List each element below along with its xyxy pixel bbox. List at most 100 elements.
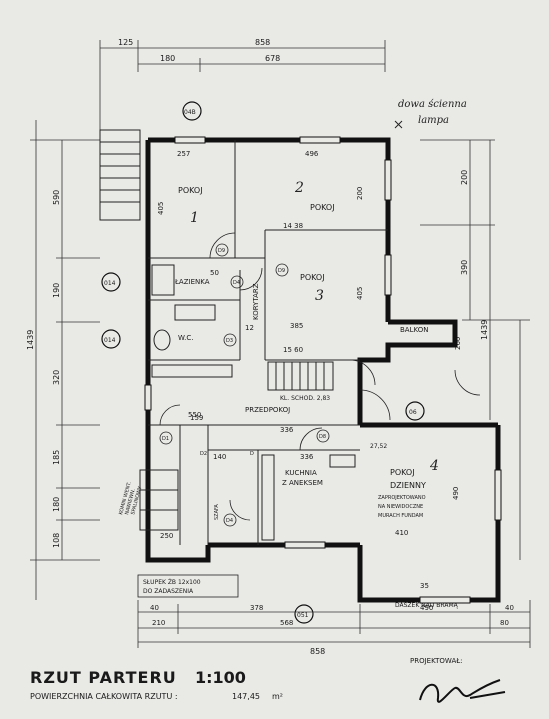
- drawing-scale: 1:100: [195, 668, 246, 687]
- room-pokoj-3-number: 3: [315, 288, 324, 304]
- marker-04b: 04B: [184, 109, 196, 116]
- right-dimension-lines: [420, 139, 530, 560]
- room-kuchnia-2: Z ANEKSEM: [282, 479, 323, 487]
- door-tag-d1: D1: [162, 436, 169, 442]
- room-pokoj-dzienny-name1: POKOJ: [390, 468, 415, 477]
- dim-right-overall: 1439: [480, 320, 489, 340]
- marker-014-a: 014: [104, 280, 116, 287]
- door-tag-d3: D3: [226, 338, 233, 344]
- dim-inner-15: 159: [190, 414, 203, 422]
- bottom-dimension-lines: [137, 600, 531, 648]
- room-przedpokoj: PRZEDPOKOJ: [245, 406, 290, 414]
- handwritten-note-1: dowa ścienna: [398, 99, 467, 110]
- dim-top-b: 678: [265, 54, 280, 63]
- dim-inner-18: 336: [300, 453, 314, 461]
- dim-inner-6: 385: [290, 322, 303, 330]
- room-pokoj-2-number: 2: [294, 180, 304, 196]
- dim-left-3: 320: [52, 370, 61, 385]
- section-markers: [101, 101, 425, 624]
- dim-left-1: 590: [52, 190, 61, 205]
- annotation-kl-schod: KL. SCHOD. 2,83: [280, 395, 330, 402]
- dim-left-overall: 1439: [26, 330, 35, 350]
- dim-inner-25: 550: [188, 411, 201, 419]
- dim-inner-22: 27,52: [370, 443, 387, 450]
- dim-inner-34: 250: [160, 532, 173, 540]
- area-label: POWIERZCHNIA CAŁKOWITA RZUTU :: [30, 692, 178, 701]
- room-pokoj-1-number: 1: [190, 210, 199, 226]
- dim-inner-7: 405: [356, 287, 364, 300]
- door-tag-d: D: [250, 451, 254, 457]
- dim-bottom-r2-3: 80: [500, 619, 509, 627]
- room-szafa: SZAFA: [214, 504, 220, 520]
- dim-bottom-r1-3: 490: [420, 604, 433, 612]
- dim-left-4: 185: [52, 450, 61, 465]
- dim-inner-24: 490: [452, 487, 460, 500]
- door-tag-d9-a: D9: [218, 248, 225, 254]
- room-pokoj-3-name: POKOJ: [300, 273, 325, 282]
- dim-inner-23: 410: [395, 529, 408, 537]
- dim-inner-27: 12: [245, 324, 254, 332]
- note-cross-mark: [394, 120, 403, 129]
- dim-inner-3: 405: [157, 202, 165, 215]
- dim-inner-2: 496: [305, 150, 319, 158]
- dim-right-2: 390: [460, 260, 469, 275]
- room-lazienka: ŁAZIENKA: [174, 278, 210, 286]
- door-swings: [159, 232, 481, 521]
- dim-top-a: 180: [160, 54, 175, 63]
- door-tag-d2: D2: [200, 451, 207, 457]
- dim-left-6: 108: [52, 533, 61, 548]
- room-pokoj-dzienny-number: 4: [429, 458, 439, 474]
- kitchen-fittings: [139, 454, 356, 541]
- handwritten-note-2: lampa: [418, 115, 449, 126]
- interior-walls: [148, 140, 388, 545]
- dim-inner-16: 140: [213, 453, 226, 461]
- room-wc: W.C.: [178, 334, 193, 342]
- room-note-1: ZAPROJEKTOWANO: [378, 495, 426, 501]
- room-pokoj-1-name: POKOJ: [178, 186, 203, 195]
- dim-inner-31: 35: [420, 582, 429, 590]
- dim-left-5: 180: [52, 497, 61, 512]
- door-tag-d8: D8: [319, 434, 326, 440]
- dim-bottom-r1-1: 40: [150, 604, 159, 612]
- dim-top-overall: 858: [255, 38, 270, 47]
- windows: [144, 136, 502, 604]
- dim-top-left: 125: [118, 38, 133, 47]
- dim-bottom-r1-4: 40: [505, 604, 514, 612]
- top-dimension-lines: [99, 40, 386, 130]
- door-tag-d9-b: D9: [278, 268, 285, 274]
- area-unit: m²: [272, 692, 283, 701]
- marker-051: 051: [297, 612, 309, 619]
- drawing-title: RZUT PARTERU: [30, 668, 177, 687]
- area-value: 147,45: [232, 692, 260, 701]
- dim-bottom-r2-1: 210: [152, 619, 165, 627]
- annotation-slupek-2: DO ZADASZENIA: [143, 588, 194, 595]
- dim-inner-11: 50: [210, 269, 219, 277]
- annotation-slupek-1: SŁUPEK ŻB 12x100: [143, 579, 201, 586]
- dim-inner-5: 14 38: [283, 222, 303, 230]
- room-balkon: BALKON: [400, 326, 428, 334]
- dim-bottom-r1-2: 378: [250, 604, 263, 612]
- interior-stairs: [267, 361, 334, 391]
- room-note-2: NA NIEWIDOCZNE: [378, 504, 423, 510]
- dim-bottom-overall: 858: [310, 647, 325, 656]
- designer-label: PROJEKTOWAŁ:: [410, 657, 463, 665]
- left-dimension-lines: [30, 120, 100, 600]
- dim-left-2: 190: [52, 283, 61, 298]
- room-pokoj-2-name: POKOJ: [310, 203, 335, 212]
- dim-bottom-r2-2: 568: [280, 619, 293, 627]
- annotation-slupek-box: [137, 574, 239, 598]
- door-tag-d4-a: D4: [233, 280, 240, 286]
- dim-inner-17: 336: [280, 426, 294, 434]
- bathroom-fixtures: [151, 264, 233, 378]
- room-note-3: MURACH FUNDAM: [378, 513, 423, 519]
- entrance-stairs: [99, 129, 141, 221]
- dim-inner-4: 200: [356, 187, 364, 200]
- door-tag-d4-b: D4: [226, 518, 233, 524]
- room-pokoj-dzienny-name2: DZIENNY: [390, 481, 426, 490]
- annotation-daszek: DASZEK NAD BRAMĄ: [395, 602, 459, 609]
- designer-signature: [419, 679, 506, 703]
- door-tags: [159, 243, 330, 527]
- room-kuchnia-1: KUCHNIA: [285, 469, 317, 477]
- room-korytarz: KORYTARZ: [252, 283, 260, 320]
